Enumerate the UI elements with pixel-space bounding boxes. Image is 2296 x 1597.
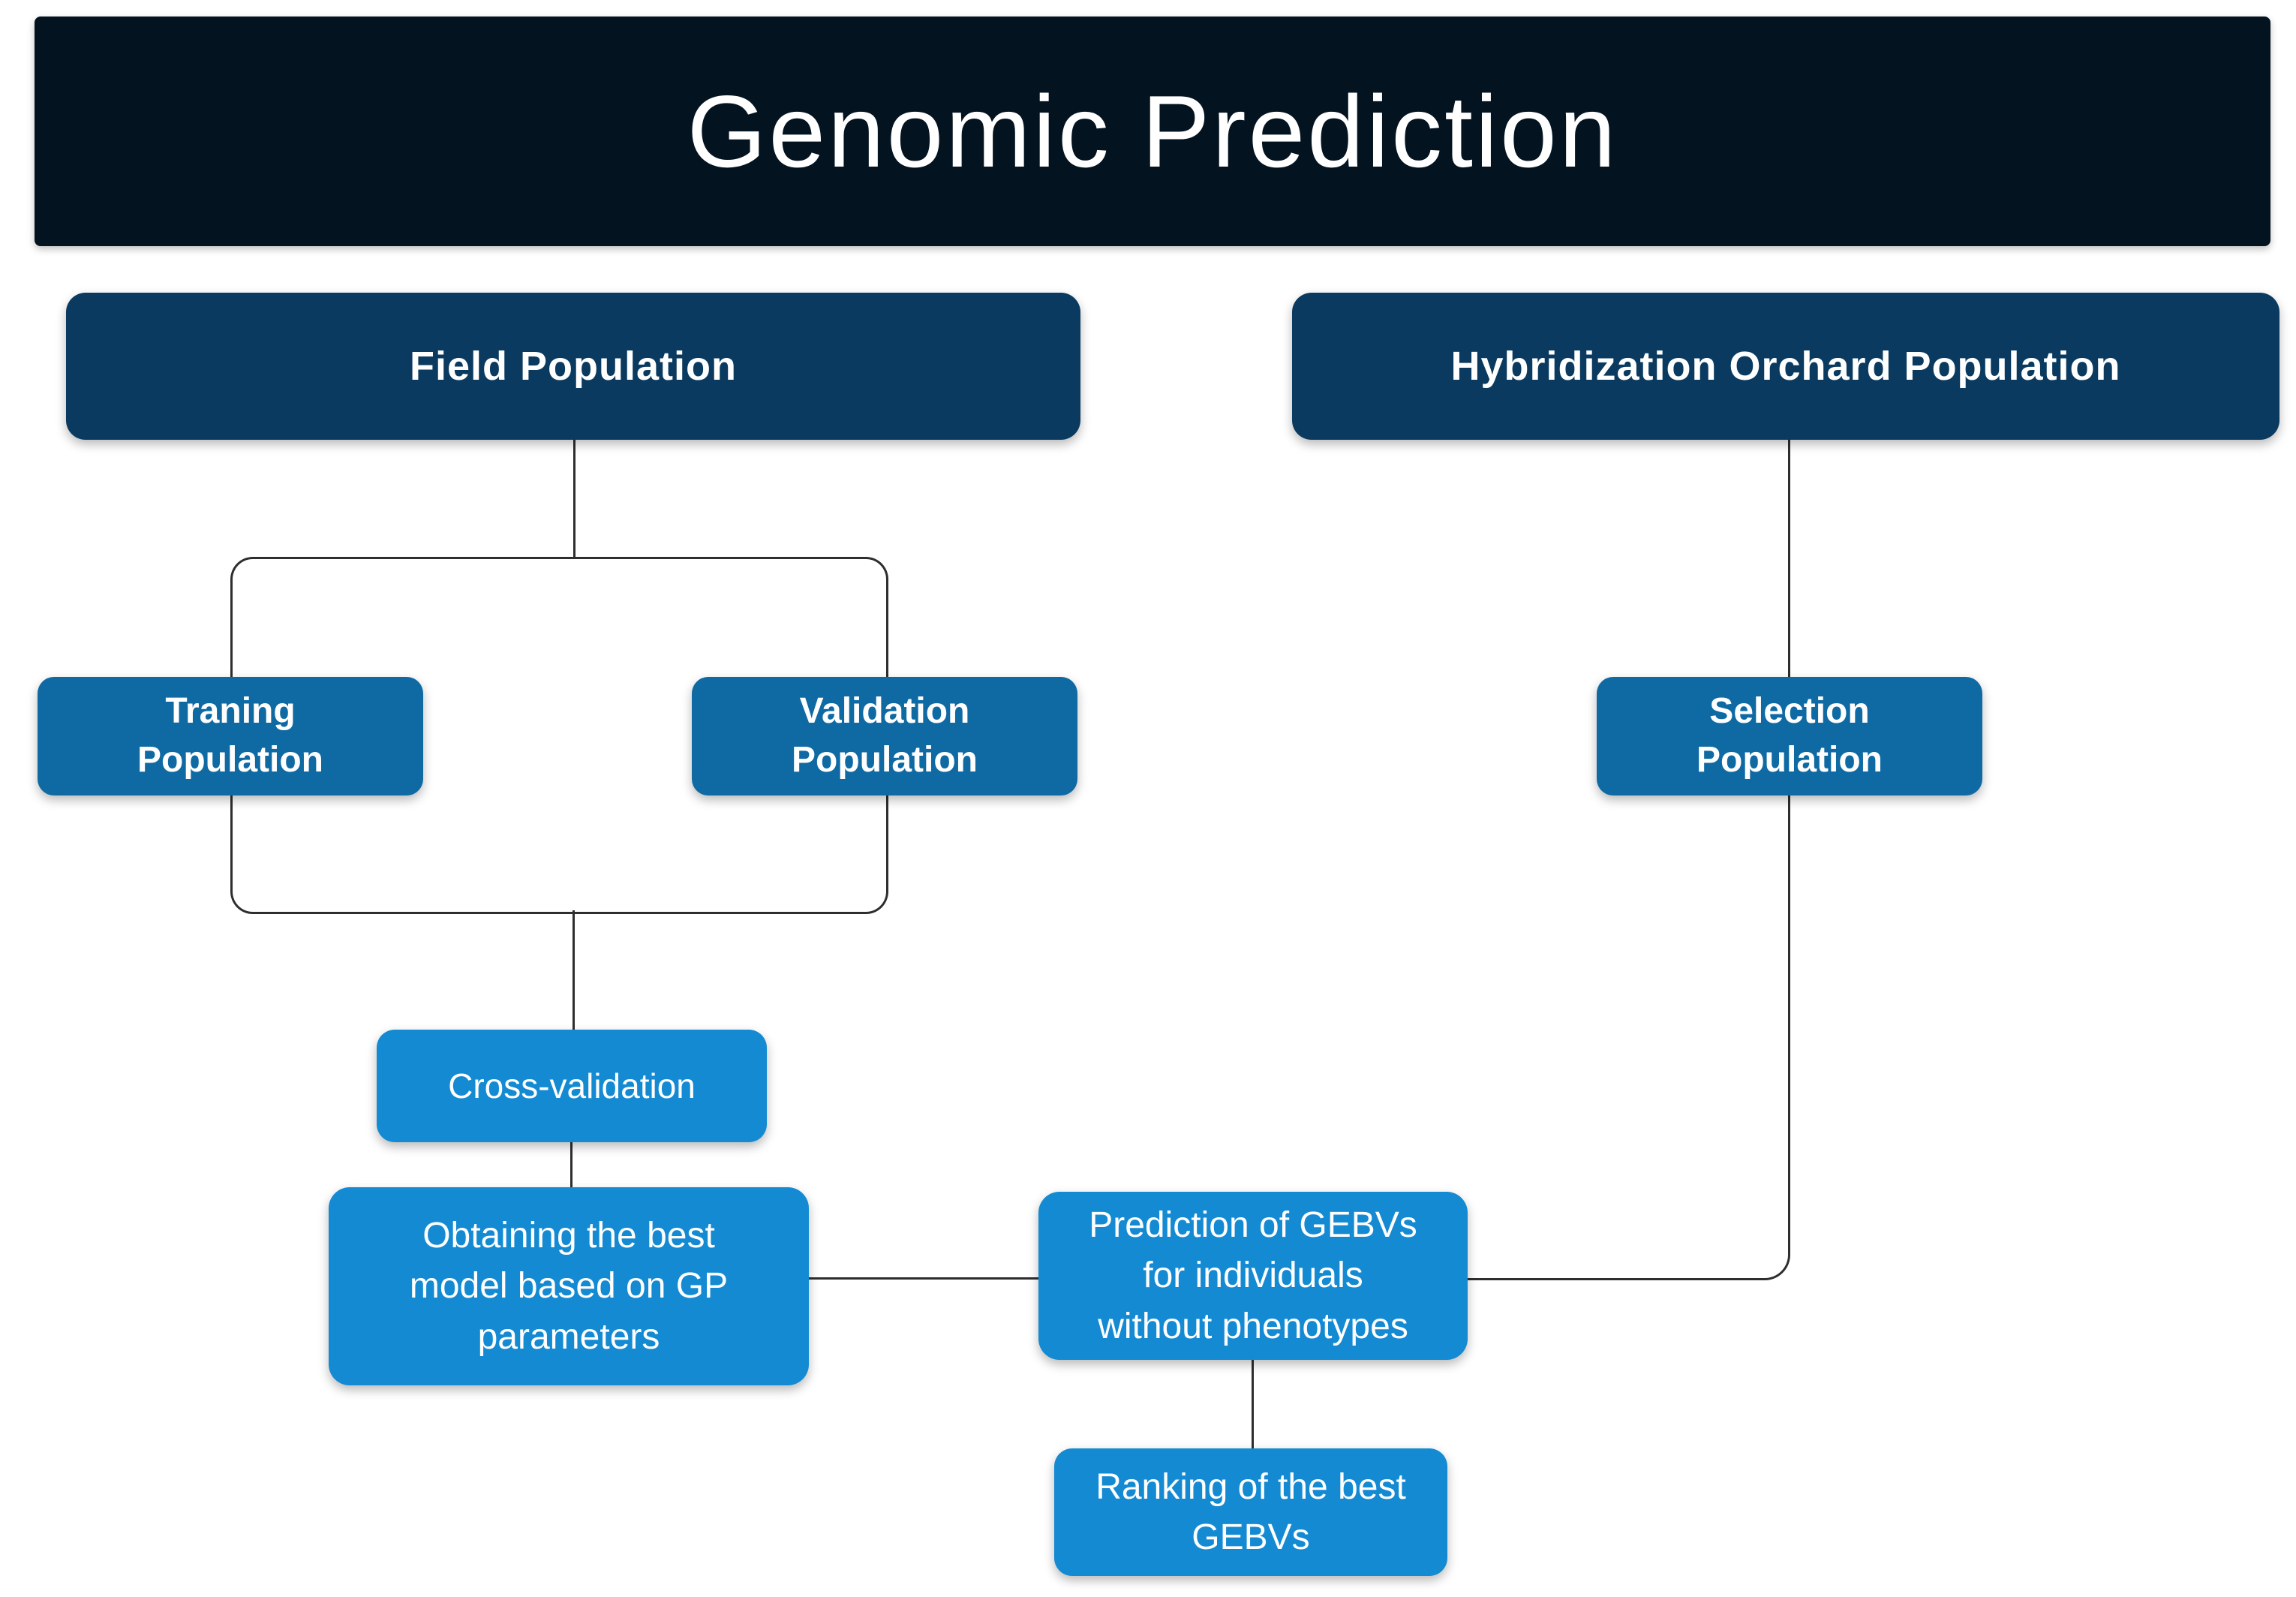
connector-selection-to-prediction: [1468, 440, 1790, 1280]
connector-prediction-to-ranking: [1252, 1360, 1254, 1448]
connector-split-branch: [230, 557, 888, 681]
node-gebv-ranking: Ranking of the best GEBVs: [1054, 1448, 1447, 1576]
node-label-line: Prediction of GEBVs: [1089, 1205, 1417, 1246]
node-gebv-prediction: Prediction of GEBVs for individuals with…: [1038, 1192, 1468, 1360]
node-best-model: Obtaining the best model based on GP par…: [329, 1187, 809, 1385]
node-training-population: Traning Population: [38, 677, 423, 795]
node-label-line: Selection: [1709, 691, 1870, 732]
node-hybridization-orchard-population: Hybridization Orchard Population: [1292, 293, 2279, 440]
connector-field-to-split: [573, 438, 576, 557]
node-label-line: Traning: [165, 691, 296, 732]
node-label: Cross-validation: [448, 1066, 696, 1105]
diagram-title-text: Genomic Prediction: [687, 74, 1618, 188]
node-label-line: GEBVs: [1192, 1517, 1310, 1557]
node-label-line: Population: [137, 740, 323, 780]
node-label-line: parameters: [477, 1316, 660, 1357]
node-label-line: Population: [1696, 740, 1883, 780]
node-label-line: model based on GP: [409, 1266, 729, 1307]
node-label-line: without phenotypes: [1098, 1306, 1408, 1346]
node-label-line: Ranking of the best: [1095, 1466, 1406, 1507]
node-selection-population: Selection Population: [1597, 677, 1982, 795]
node-label: Field Population: [410, 344, 737, 389]
node-label-line: Population: [792, 740, 978, 780]
node-label-line: Obtaining the best: [422, 1216, 715, 1256]
node-label: Hybridization Orchard Population: [1450, 344, 2121, 389]
connector-crossval-to-model: [570, 1141, 572, 1187]
connector-merge-to-crossval: [572, 910, 575, 1030]
connector-model-to-prediction: [809, 1277, 1038, 1280]
node-cross-validation: Cross-validation: [377, 1030, 767, 1142]
node-label-line: for individuals: [1143, 1256, 1363, 1296]
node-validation-population: Validation Population: [692, 677, 1077, 795]
diagram-title: Genomic Prediction: [35, 17, 2270, 246]
node-label-line: Validation: [799, 691, 970, 732]
node-field-population: Field Population: [66, 293, 1080, 440]
connector-merge-branch: [230, 794, 888, 914]
